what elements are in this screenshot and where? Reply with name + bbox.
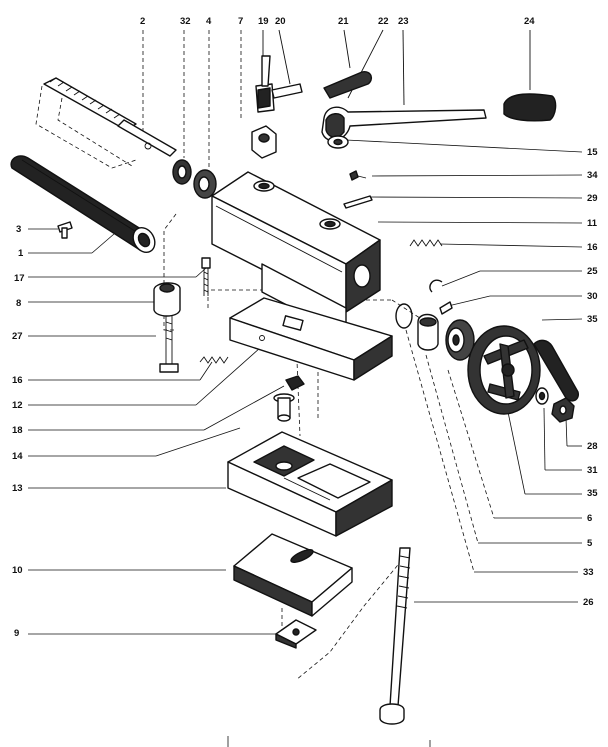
bolt-17 bbox=[201, 257, 211, 296]
callout-30: 30 bbox=[587, 291, 598, 302]
long-bolt-26 bbox=[379, 547, 411, 725]
callout-27: 27 bbox=[12, 331, 23, 342]
callout-23: 23 bbox=[398, 16, 409, 27]
callout-2: 2 bbox=[140, 16, 145, 27]
callout-9: 9 bbox=[14, 628, 19, 639]
callout-1: 1 bbox=[18, 248, 24, 259]
nut-18 bbox=[285, 375, 305, 391]
callout-32: 32 bbox=[180, 16, 191, 27]
slotted-base-13 bbox=[227, 431, 393, 537]
callout-11: 11 bbox=[587, 218, 598, 229]
callout-20: 20 bbox=[275, 16, 286, 27]
slide-10 bbox=[233, 533, 353, 617]
callout-35-bottom: 35 bbox=[587, 488, 598, 499]
washer-32 bbox=[172, 159, 192, 185]
round-bar bbox=[10, 155, 156, 254]
main-block-11 bbox=[211, 171, 381, 337]
callout-34: 34 bbox=[587, 170, 598, 181]
callout-19: 19 bbox=[258, 16, 269, 27]
callout-7: 7 bbox=[238, 16, 243, 27]
snap-ring-33 bbox=[395, 303, 413, 329]
handle-21 bbox=[323, 71, 373, 99]
callout-13: 13 bbox=[12, 483, 23, 494]
callout-35-top: 35 bbox=[587, 314, 598, 325]
square-nut-7 bbox=[251, 125, 277, 159]
callout-14: 14 bbox=[12, 451, 23, 462]
lever-19-20 bbox=[255, 55, 303, 113]
callout-10: 10 bbox=[12, 565, 23, 576]
handle-35 bbox=[533, 339, 580, 402]
screw-34 bbox=[349, 170, 367, 181]
callout-24: 24 bbox=[524, 16, 535, 27]
callout-33: 33 bbox=[583, 567, 594, 578]
gib-block-9 bbox=[275, 619, 317, 649]
callout-15: 15 bbox=[587, 147, 598, 158]
coupling-8 bbox=[153, 282, 181, 317]
callout-16-left: 16 bbox=[12, 375, 23, 386]
right-callouts: 15 34 29 11 16 25 30 35 28 31 35 6 5 33 … bbox=[583, 147, 598, 608]
knob-24 bbox=[503, 93, 557, 122]
callout-5: 5 bbox=[587, 538, 593, 549]
small-pin bbox=[57, 221, 73, 239]
callout-26: 26 bbox=[583, 597, 594, 608]
callout-21: 21 bbox=[338, 16, 349, 27]
callout-29: 29 bbox=[587, 193, 598, 204]
washer-31-small bbox=[535, 387, 549, 405]
spring-16-right bbox=[409, 239, 443, 247]
stud-14 bbox=[273, 393, 295, 422]
callout-28: 28 bbox=[587, 441, 598, 452]
callout-6: 6 bbox=[587, 513, 592, 524]
key-30 bbox=[439, 301, 453, 315]
callout-4: 4 bbox=[206, 16, 212, 27]
callout-3: 3 bbox=[16, 224, 21, 235]
bearing-4 bbox=[193, 169, 217, 199]
nut-28 bbox=[551, 397, 575, 423]
callout-25: 25 bbox=[587, 266, 598, 277]
callout-18: 18 bbox=[12, 425, 23, 436]
callout-16-right: 16 bbox=[587, 242, 598, 253]
callout-22: 22 bbox=[378, 16, 389, 27]
callout-12: 12 bbox=[12, 400, 23, 411]
assembly-paths bbox=[35, 85, 427, 681]
lead-screw bbox=[43, 77, 177, 157]
base-plate-12 bbox=[229, 297, 393, 381]
pin-29 bbox=[343, 195, 373, 209]
washer-15 bbox=[327, 135, 349, 149]
callout-8: 8 bbox=[16, 298, 21, 309]
spring-16-left bbox=[199, 356, 229, 364]
crank-arm-22 bbox=[321, 106, 487, 142]
retaining-ring-25 bbox=[429, 279, 443, 293]
top-callouts: 2 32 4 7 19 20 21 22 23 24 bbox=[140, 16, 535, 27]
callout-31: 31 bbox=[587, 465, 598, 476]
leader-lines bbox=[28, 29, 583, 747]
handwheel-31 bbox=[467, 325, 541, 415]
bolt-27 bbox=[159, 316, 179, 373]
callout-17: 17 bbox=[14, 273, 25, 284]
left-callouts: 3 1 17 8 27 16 12 18 14 13 10 9 bbox=[12, 224, 25, 639]
dial-6 bbox=[445, 319, 475, 361]
collar-5 bbox=[417, 313, 439, 351]
